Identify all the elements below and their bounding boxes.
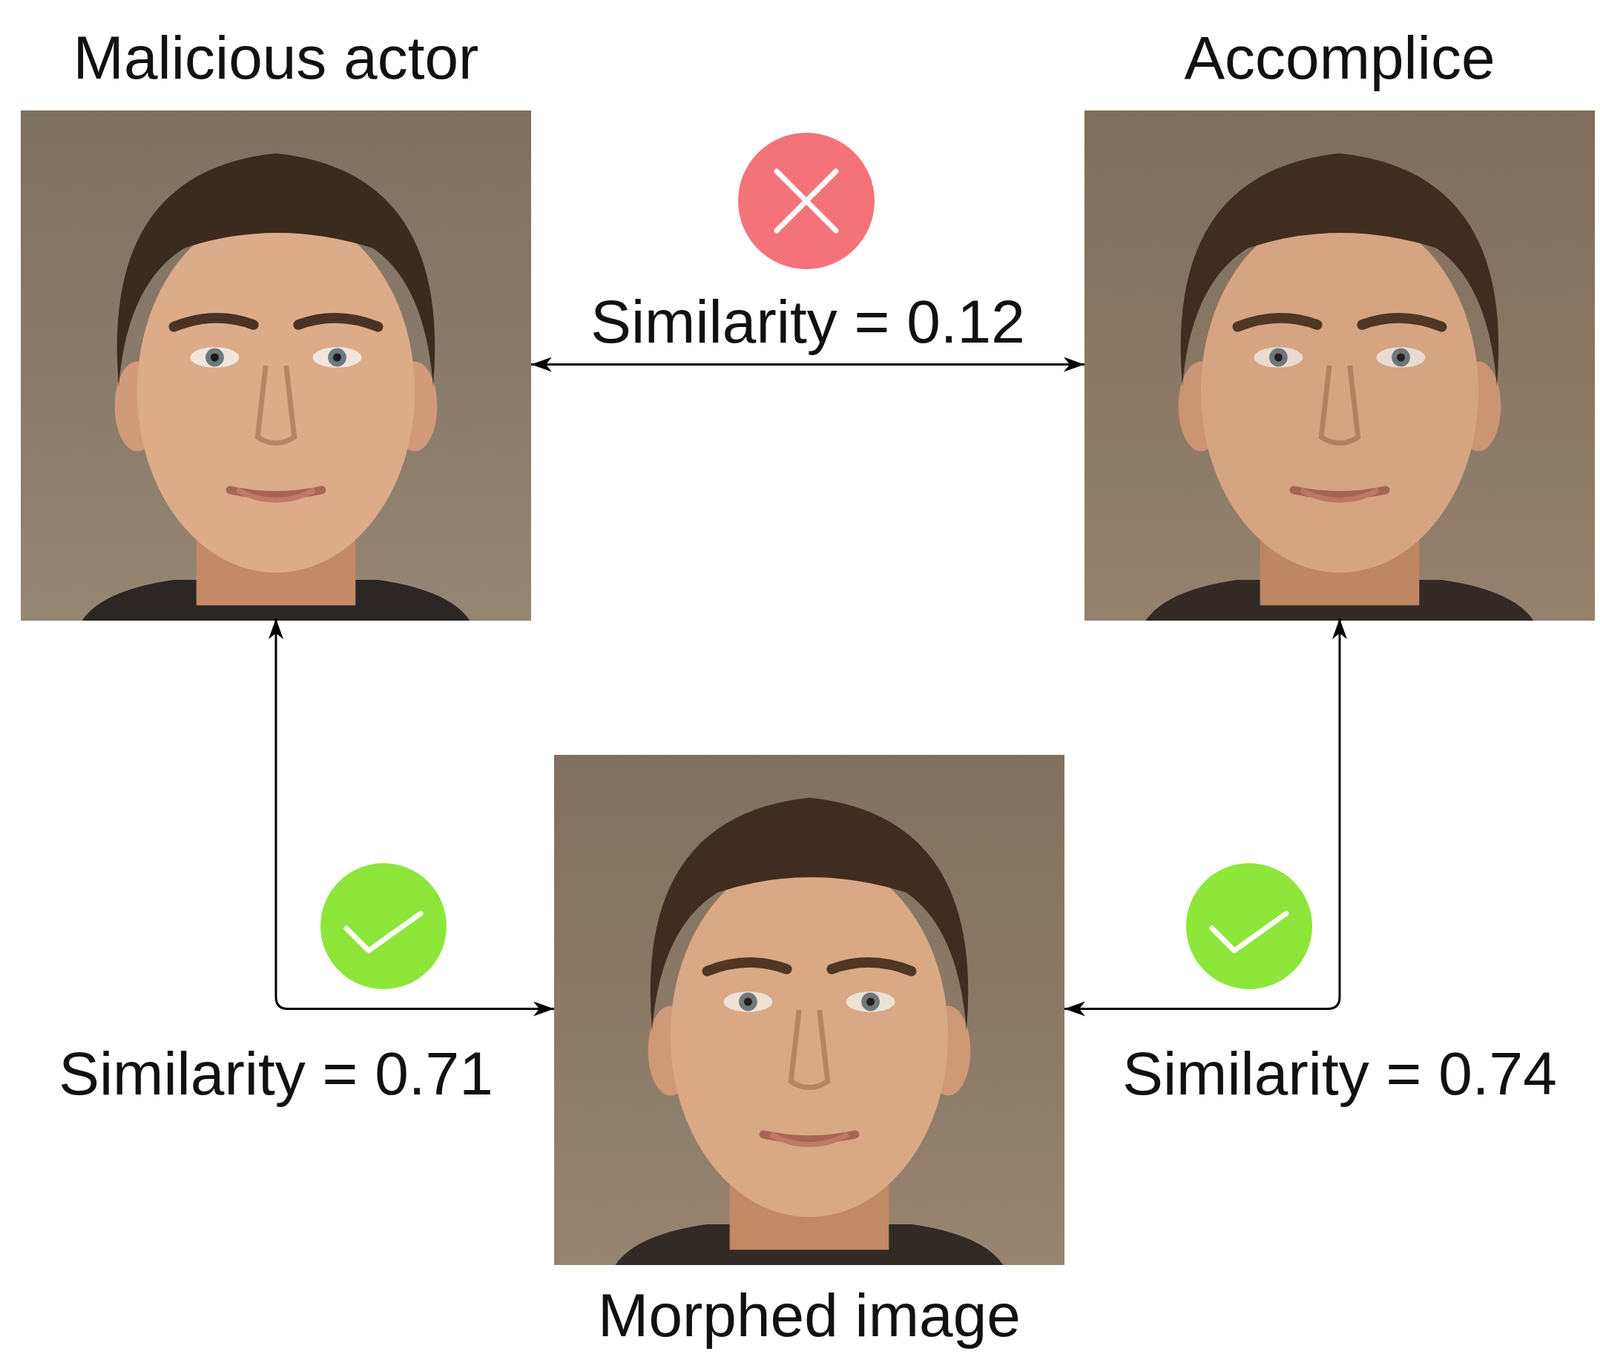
- comparison-arrow: [275, 618, 555, 1010]
- morphed-photo: Morphed image: [554, 755, 1065, 1264]
- face-photo: Malicious actor: [20, 110, 532, 619]
- similarity-label: Similarity = 0.71: [54, 1039, 498, 1109]
- similarity-label: Similarity = 0.74: [1117, 1039, 1562, 1109]
- image-heading: Malicious actor: [73, 22, 480, 93]
- image-heading: Accomplice: [1183, 22, 1495, 93]
- comparison-arrow: [1064, 618, 1340, 1010]
- similarity-label: Similarity = 0.12: [585, 287, 1030, 357]
- comparison-arrow: [531, 363, 1085, 366]
- image-heading: Morphed image: [597, 1281, 1021, 1351]
- face-photo: Accomplice: [1084, 110, 1595, 619]
